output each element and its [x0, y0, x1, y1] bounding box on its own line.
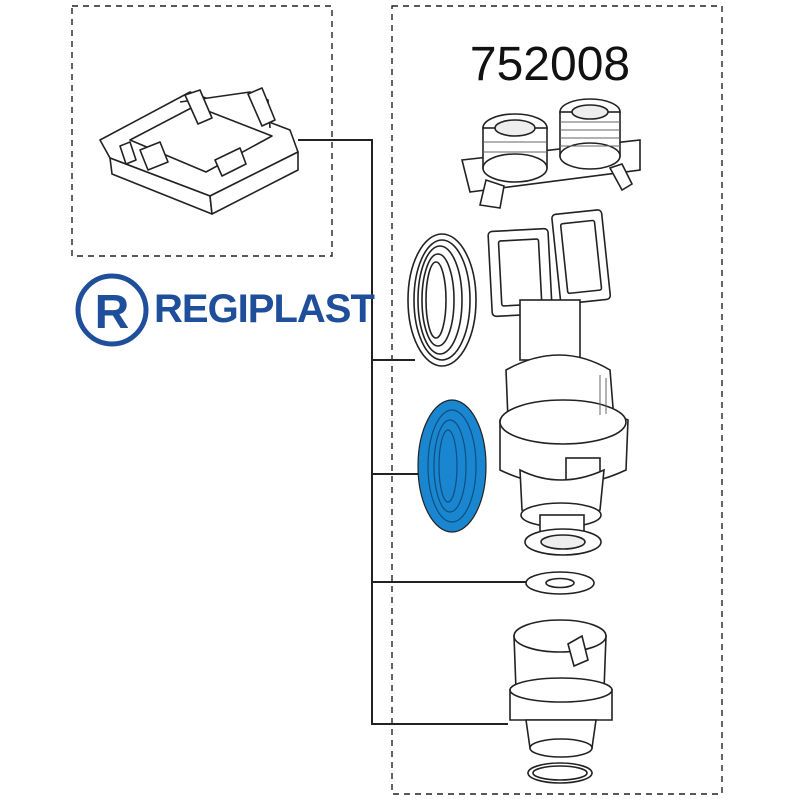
part-number: 752008 — [470, 38, 630, 91]
regiplast-logo: R REGIPLAST — [75, 273, 375, 347]
bracket-frame — [99, 87, 299, 215]
valve-body — [509, 619, 613, 758]
brand-name: REGIPLAST — [154, 287, 374, 331]
bracket-group-box — [71, 5, 333, 257]
o-ring — [527, 762, 593, 784]
white-cable-coil — [407, 233, 477, 367]
logo-emblem-letter: R — [95, 286, 130, 339]
dual-flush-button-cartridge — [461, 98, 641, 209]
float-assembly — [487, 209, 629, 556]
leader-lines — [298, 139, 528, 725]
logo-emblem — [75, 273, 149, 347]
flat-washer — [525, 571, 595, 595]
kit-group-box — [391, 5, 723, 795]
blue-cable-coil — [417, 399, 487, 533]
